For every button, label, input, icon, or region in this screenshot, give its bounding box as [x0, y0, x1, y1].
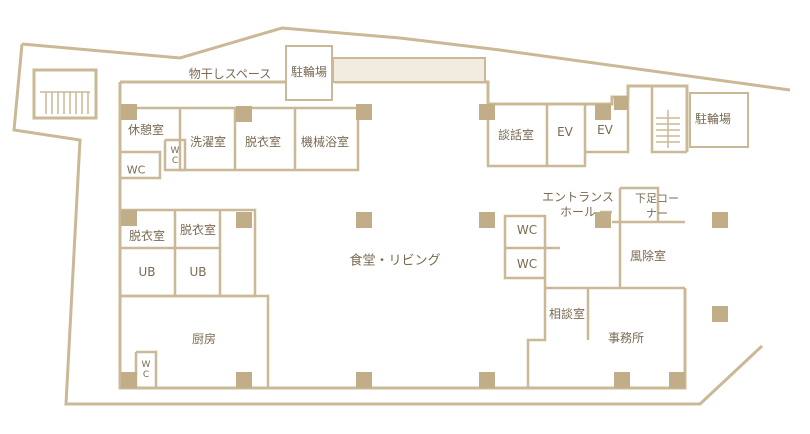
wall-upper-rooms — [120, 106, 360, 172]
room-label-wc-center-2: WC — [516, 257, 538, 271]
room-label-shoe-corner: 下足コーナー — [635, 192, 679, 220]
column — [236, 372, 252, 388]
room-label-talk-room: 談話室 — [497, 128, 535, 142]
wall-break-room — [120, 138, 187, 180]
room-label-laundry: 洗濯室 — [189, 135, 227, 149]
room-label-break-room: 休憩室 — [127, 123, 165, 137]
wall-right-stair — [650, 86, 687, 154]
room-label-office: 事務所 — [607, 331, 645, 345]
room-label-drying-space: 物干しスペース — [188, 67, 272, 81]
room-label-consultation: 相談室 — [548, 307, 586, 321]
room-label-parking-top: 駐輪場 — [290, 65, 328, 79]
wall-talk-rooms — [486, 97, 630, 168]
room-label-parking-right: 駐輪場 — [694, 112, 732, 126]
parking-top-box — [285, 45, 333, 101]
parking-right-box — [689, 92, 749, 148]
column — [712, 212, 728, 228]
column — [479, 372, 495, 388]
room-label-dressing-2: 脱衣室 — [128, 229, 166, 243]
column — [121, 210, 137, 226]
column — [614, 372, 630, 388]
column — [614, 96, 628, 110]
column — [121, 372, 137, 388]
room-label-wc-left: WC — [126, 163, 146, 177]
column — [479, 212, 495, 228]
column — [356, 104, 372, 120]
room-label-dining-living: 食堂・リビング — [349, 253, 441, 269]
room-label-dressing-1: 脱衣室 — [244, 135, 282, 149]
room-label-dressing-3: 脱衣室 — [179, 223, 217, 237]
room-label-wc-center-1: WC — [516, 223, 538, 237]
room-label-entrance-hall: エントランスホール — [542, 190, 614, 219]
room-label-wc-small-2: WC — [141, 360, 151, 380]
room-label-ub-1: UB — [138, 265, 156, 279]
room-label-kitchen: 厨房 — [191, 332, 217, 346]
column — [121, 104, 137, 120]
column — [236, 106, 252, 122]
left-stair-box — [32, 68, 98, 120]
column — [712, 306, 728, 322]
room-label-wc-small-1: WC — [170, 146, 180, 166]
column — [479, 104, 495, 120]
wall-office — [526, 278, 612, 388]
column — [595, 104, 611, 120]
column — [595, 212, 611, 228]
outer-wall-left — [12, 43, 764, 406]
room-label-ev-1: EV — [557, 125, 573, 139]
column — [236, 212, 252, 228]
inner-wall-left — [118, 82, 687, 390]
room-label-ev-2: EV — [597, 123, 613, 137]
room-label-machine-bath: 機械浴室 — [300, 135, 350, 149]
room-label-wind-removal: 風除室 — [629, 249, 667, 263]
room-label-ub-2: UB — [189, 265, 207, 279]
column — [356, 372, 372, 388]
drying-corridor — [332, 57, 486, 83]
wall-ub-block — [120, 208, 257, 298]
column — [669, 372, 685, 388]
column — [356, 212, 372, 228]
wall-entrance — [612, 186, 685, 290]
outer-wall — [21, 26, 791, 92]
